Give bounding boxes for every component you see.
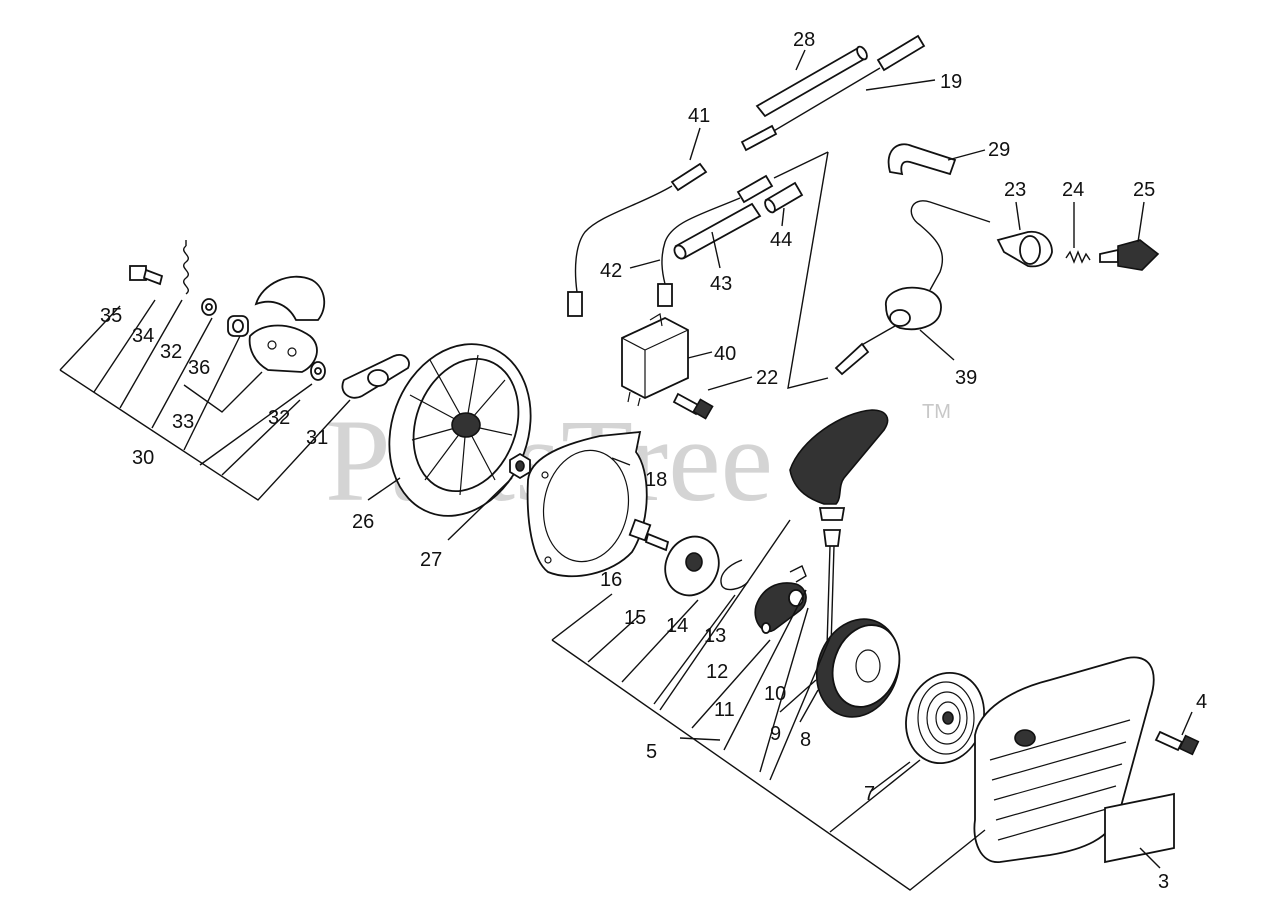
watermark-trademark: TM <box>922 401 951 423</box>
part-32-washer-lower[interactable] <box>310 361 326 381</box>
callout-15[interactable]: 15 <box>624 607 646 629</box>
part-24-spring[interactable] <box>1065 250 1091 264</box>
callout-23[interactable]: 23 <box>1004 179 1026 201</box>
part-4-bolt[interactable] <box>1154 730 1200 756</box>
part-30-clutch-shoes[interactable] <box>248 275 326 373</box>
part-40-module[interactable] <box>621 313 689 407</box>
part-15-pulley-cap[interactable] <box>656 528 728 604</box>
callout-39[interactable]: 39 <box>955 367 977 389</box>
part-25-spark-plug[interactable] <box>1099 239 1160 271</box>
part-11-spring[interactable] <box>789 565 807 583</box>
callout-8[interactable]: 8 <box>800 729 811 751</box>
part-29-hose[interactable] <box>887 143 957 176</box>
part-3-label[interactable] <box>1104 792 1175 864</box>
part-44-sleeve[interactable] <box>763 181 804 214</box>
part-28-tube[interactable] <box>755 45 869 118</box>
callout-24[interactable]: 24 <box>1062 179 1084 201</box>
callout-32-lower[interactable]: 32 <box>268 407 290 429</box>
callout-11[interactable]: 11 <box>714 699 735 721</box>
part-35-bolt[interactable] <box>129 265 164 286</box>
callout-41[interactable]: 41 <box>688 105 710 127</box>
part-13-handle[interactable] <box>789 409 889 505</box>
part-34-spring[interactable] <box>183 240 189 295</box>
part-12-pawl[interactable] <box>754 582 807 634</box>
part-14-clip[interactable] <box>720 559 749 591</box>
callout-22[interactable]: 22 <box>756 367 778 389</box>
callout-42[interactable]: 42 <box>600 260 622 282</box>
callout-18[interactable]: 18 <box>645 469 667 491</box>
callout-29[interactable]: 29 <box>988 139 1010 161</box>
callout-16[interactable]: 16 <box>600 569 622 591</box>
callout-14[interactable]: 14 <box>666 615 688 637</box>
part-32-washer-upper[interactable] <box>201 298 217 316</box>
part-41-wire[interactable] <box>567 162 708 317</box>
callout-44[interactable]: 44 <box>770 229 792 251</box>
callout-12[interactable]: 12 <box>706 661 728 683</box>
callout-4[interactable]: 4 <box>1196 691 1207 713</box>
callout-9[interactable]: 9 <box>770 723 781 745</box>
callout-3[interactable]: 3 <box>1158 871 1169 893</box>
callout-33[interactable]: 33 <box>172 411 194 433</box>
callout-34[interactable]: 34 <box>132 325 154 347</box>
part-7-recoil-spring[interactable] <box>894 662 997 774</box>
part-36-bushing[interactable] <box>227 315 249 337</box>
part-31-hub-plate[interactable] <box>341 354 410 399</box>
leader-lines <box>59 49 1193 891</box>
callout-32-upper[interactable]: 32 <box>160 341 182 363</box>
callout-27[interactable]: 27 <box>420 549 442 571</box>
part-39-ignition-coil[interactable] <box>834 200 991 376</box>
part-10-grommet[interactable] <box>818 507 846 547</box>
part-16-bolt[interactable] <box>628 518 670 552</box>
callout-13[interactable]: 13 <box>704 625 726 647</box>
callout-43[interactable]: 43 <box>710 273 732 295</box>
callout-36[interactable]: 36 <box>188 357 210 379</box>
part-22-bolt[interactable] <box>672 392 714 420</box>
callout-28[interactable]: 28 <box>793 29 815 51</box>
part-8-pulley[interactable] <box>803 607 912 728</box>
callout-25[interactable]: 25 <box>1133 179 1155 201</box>
callout-19[interactable]: 19 <box>940 71 962 93</box>
callout-30[interactable]: 30 <box>132 447 154 469</box>
part-26-flywheel[interactable] <box>366 324 554 536</box>
callout-10[interactable]: 10 <box>764 683 786 705</box>
part-19-wire[interactable] <box>740 34 926 152</box>
part-18-housing-plate[interactable] <box>526 430 648 578</box>
part-23-boot[interactable] <box>996 230 1053 268</box>
callout-5[interactable]: 5 <box>646 741 657 763</box>
callout-40[interactable]: 40 <box>714 343 736 365</box>
part-27-nut[interactable] <box>509 452 531 480</box>
part-43-sleeve[interactable] <box>672 202 762 261</box>
part-42-wire[interactable] <box>657 174 774 307</box>
callout-35[interactable]: 35 <box>100 305 122 327</box>
callout-31[interactable]: 31 <box>306 427 328 449</box>
callout-26[interactable]: 26 <box>352 511 374 533</box>
callout-7[interactable]: 7 <box>864 783 875 805</box>
callout-labels: 28 19 41 29 23 24 25 44 42 43 35 34 32 3… <box>100 29 1207 893</box>
